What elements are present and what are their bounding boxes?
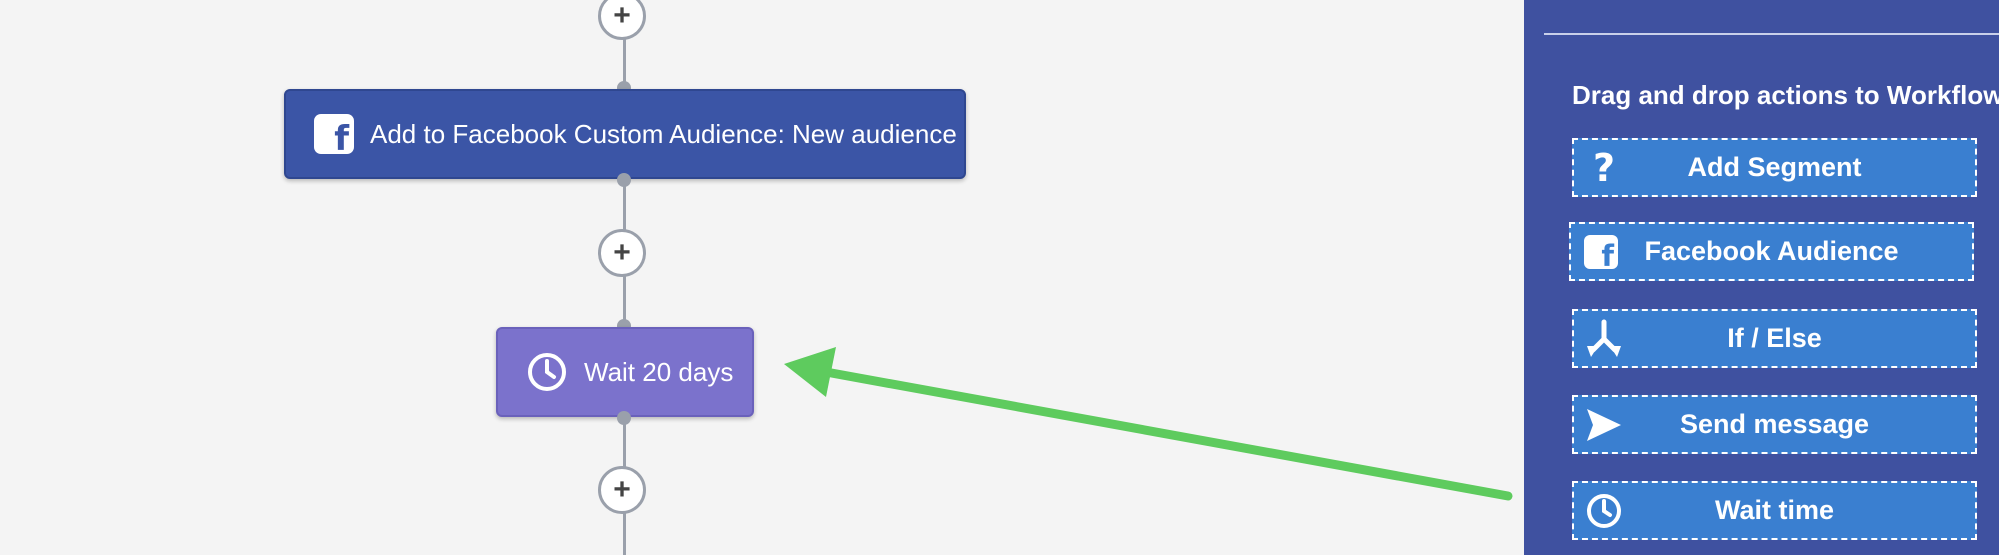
action-label: Add Segment <box>1687 152 1862 182</box>
workflow-canvas: + f Add to Facebook Custom Audience: New… <box>284 0 966 555</box>
facebook-icon: f <box>1581 232 1621 272</box>
action-if-else[interactable]: If / Else <box>1572 309 1977 368</box>
send-icon <box>1584 405 1624 445</box>
split-icon <box>1584 319 1624 359</box>
sidebar-divider <box>1544 33 1999 35</box>
sidebar-title: Drag and drop actions to Workflow <box>1572 80 1999 110</box>
action-add-segment[interactable]: ? Add Segment <box>1572 138 1977 197</box>
add-step-button[interactable]: + <box>598 466 646 514</box>
connector-line <box>623 0 626 89</box>
clock-icon <box>1584 491 1624 531</box>
action-wait-time[interactable]: Wait time <box>1572 481 1977 540</box>
add-step-button[interactable]: + <box>598 229 646 277</box>
action-label: If / Else <box>1727 323 1822 353</box>
action-label: Wait time <box>1714 495 1834 525</box>
add-step-button[interactable]: + <box>598 0 646 40</box>
question-icon: ? <box>1592 145 1616 190</box>
workflow-node-label: Add to Facebook Custom Audience: New aud… <box>370 118 957 149</box>
action-label: Send message <box>1679 409 1870 439</box>
connector-dot <box>617 411 631 425</box>
actions-sidebar: Drag and drop actions to Workflow ? Add … <box>1524 0 1999 555</box>
clock-icon <box>528 353 566 391</box>
facebook-icon: f <box>314 114 354 156</box>
annotation-arrow <box>784 347 1513 501</box>
workflow-node-facebook-audience[interactable]: f Add to Facebook Custom Audience: New a… <box>284 89 966 179</box>
connector-dot <box>617 173 631 187</box>
action-label: Facebook Audience <box>1644 236 1899 266</box>
action-facebook-audience[interactable]: f Facebook Audience <box>1569 222 1974 281</box>
action-send-message[interactable]: Send message <box>1572 395 1977 454</box>
workflow-node-label: Wait 20 days <box>584 356 734 387</box>
